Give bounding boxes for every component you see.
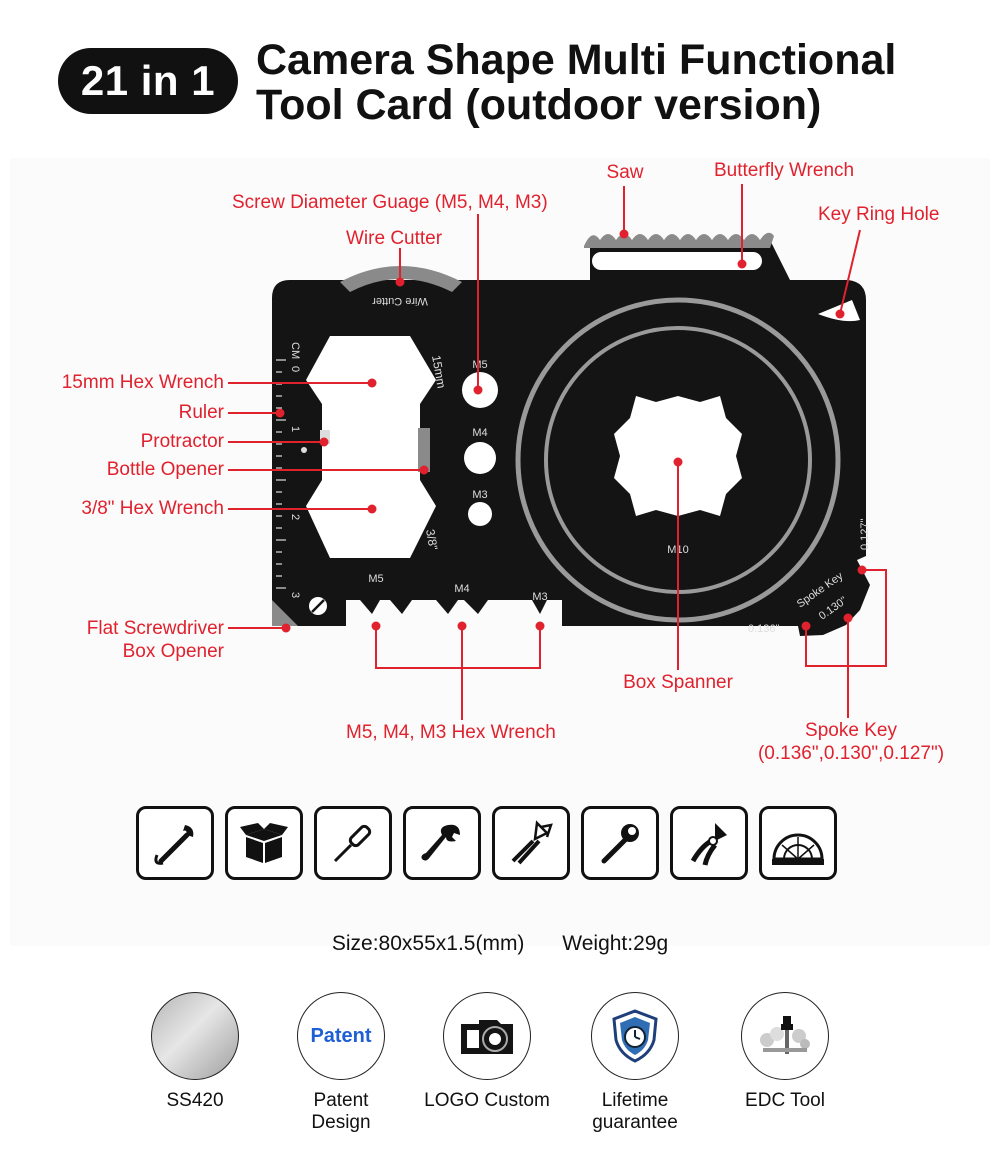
feature-patent: Patent Patent Design [266, 992, 416, 1134]
bottle-opener-icon [581, 806, 659, 880]
ruler-mark-3: 3 [289, 592, 301, 598]
gauge-m5-text: M5 [472, 359, 487, 371]
label-wire-cutter: Wire Cutter [346, 228, 443, 249]
spec-weight: Weight:29g [562, 932, 669, 955]
shield-clock-icon [591, 992, 679, 1080]
feature-lifetime-line-1: Lifetime [601, 1090, 669, 1111]
camera-card-icon [443, 992, 531, 1080]
pliers-icon [670, 806, 748, 880]
label-hex-small: M5, M4, M3 Hex Wrench [346, 722, 556, 743]
leader-lines [228, 184, 887, 720]
spec-size: Size:80x55x1.5(mm) [331, 932, 525, 955]
gauge-m3-hole [468, 502, 492, 526]
label-hex15: 15mm Hex Wrench [61, 372, 224, 393]
spoke-0136-engraving: 0.136" [748, 623, 780, 635]
feature-edc: EDC Tool [710, 992, 860, 1112]
specs-line: Size:80x55x1.5(mm) Weight:29g [0, 932, 1000, 956]
label-bottle-opener: Bottle Opener [106, 459, 224, 480]
feature-patent-label: Patent Design [266, 1090, 416, 1134]
wrench-icon [403, 806, 481, 880]
hex-m3-text: M3 [532, 591, 547, 603]
badge-21-in-1: 21 in 1 [58, 48, 238, 114]
card-body [272, 240, 870, 636]
butterfly-slot [592, 252, 762, 270]
box-spanner [614, 396, 742, 516]
label-spoke-key-sizes: (0.136",0.130",0.127") [757, 743, 945, 764]
spoke-0127-engraving: 0.127" [859, 518, 871, 550]
label-flat-screwdriver: Flat Screwdriver [86, 618, 224, 639]
wire-cutter-icon [492, 806, 570, 880]
ruler-mark-1: 1 [289, 426, 301, 432]
wire-cutter-engraving: Wire Cutter [372, 295, 428, 307]
feature-lifetime-label: Lifetime guarantee [560, 1090, 710, 1134]
label-saw: Saw [606, 162, 644, 183]
gauge-m4-hole [464, 442, 496, 474]
feature-lifetime: Lifetime guarantee [560, 992, 710, 1134]
gauge-m4-text: M4 [472, 427, 487, 439]
patent-icon-text: Patent [310, 1024, 372, 1047]
feature-ss420-label: SS420 [166, 1090, 224, 1111]
label-screw-gauge: Screw Diameter Guage (M5, M4, M3) [232, 192, 548, 213]
hex38-engraving: 3/8" [423, 528, 440, 551]
ruler-mark-0: 0 [289, 366, 301, 372]
tool-icon-row [136, 806, 837, 880]
feature-ss420: SS420 [120, 992, 270, 1112]
leader-dots [275, 229, 867, 633]
protractor-icon [759, 806, 837, 880]
hex15-engraving: 15mm [429, 354, 449, 389]
ruler-unit: CM [289, 342, 301, 359]
flat-screwdriver-edge [272, 600, 298, 626]
feature-edc-label: EDC Tool [745, 1090, 825, 1111]
label-box-opener: Box Opener [122, 641, 224, 662]
title-line-2: Tool Card (outdoor version) [256, 81, 822, 129]
edc-tools-icon [741, 992, 829, 1080]
tool-card-diagram: Wire Cutter CM 0 1 2 3 15mm 3/8" M5 M4 M… [228, 184, 887, 720]
steel-swatch-icon [151, 992, 239, 1080]
label-ruler: Ruler [178, 402, 224, 423]
feature-logo: LOGO Custom [412, 992, 562, 1112]
label-protractor: Protractor [140, 431, 224, 452]
gauge-m3-text: M3 [472, 489, 487, 501]
box-icon [225, 806, 303, 880]
feature-logo-label: LOGO Custom [424, 1090, 550, 1111]
saw-teeth [584, 232, 774, 248]
feature-lifetime-line-2: guarantee [592, 1112, 678, 1133]
feature-patent-line-2: Design [311, 1112, 371, 1133]
title-line-1: Camera Shape Multi Functional [256, 36, 897, 84]
bottle-opener-notch [418, 428, 430, 472]
label-hex38: 3/8" Hex Wrench [81, 498, 224, 519]
protractor-mark [320, 430, 330, 444]
label-butterfly-wrench: Butterfly Wrench [714, 160, 855, 181]
label-spoke-key: Spoke Key [805, 720, 897, 741]
ruler-mark-2: 2 [289, 514, 301, 520]
hex-wrench-opening [306, 336, 436, 558]
hook-wrench-icon [136, 806, 214, 880]
screwdriver-icon [314, 806, 392, 880]
feature-patent-line-1: Patent [313, 1090, 369, 1111]
page-title: Camera Shape Multi Functional Tool Card … [256, 38, 896, 128]
hex-m5-text: M5 [368, 573, 383, 585]
label-box-spanner: Box Spanner [623, 672, 733, 693]
patent-icon: Patent [297, 992, 385, 1080]
hex-m4-text: M4 [454, 583, 469, 595]
label-key-ring-hole: Key Ring Hole [818, 204, 940, 225]
